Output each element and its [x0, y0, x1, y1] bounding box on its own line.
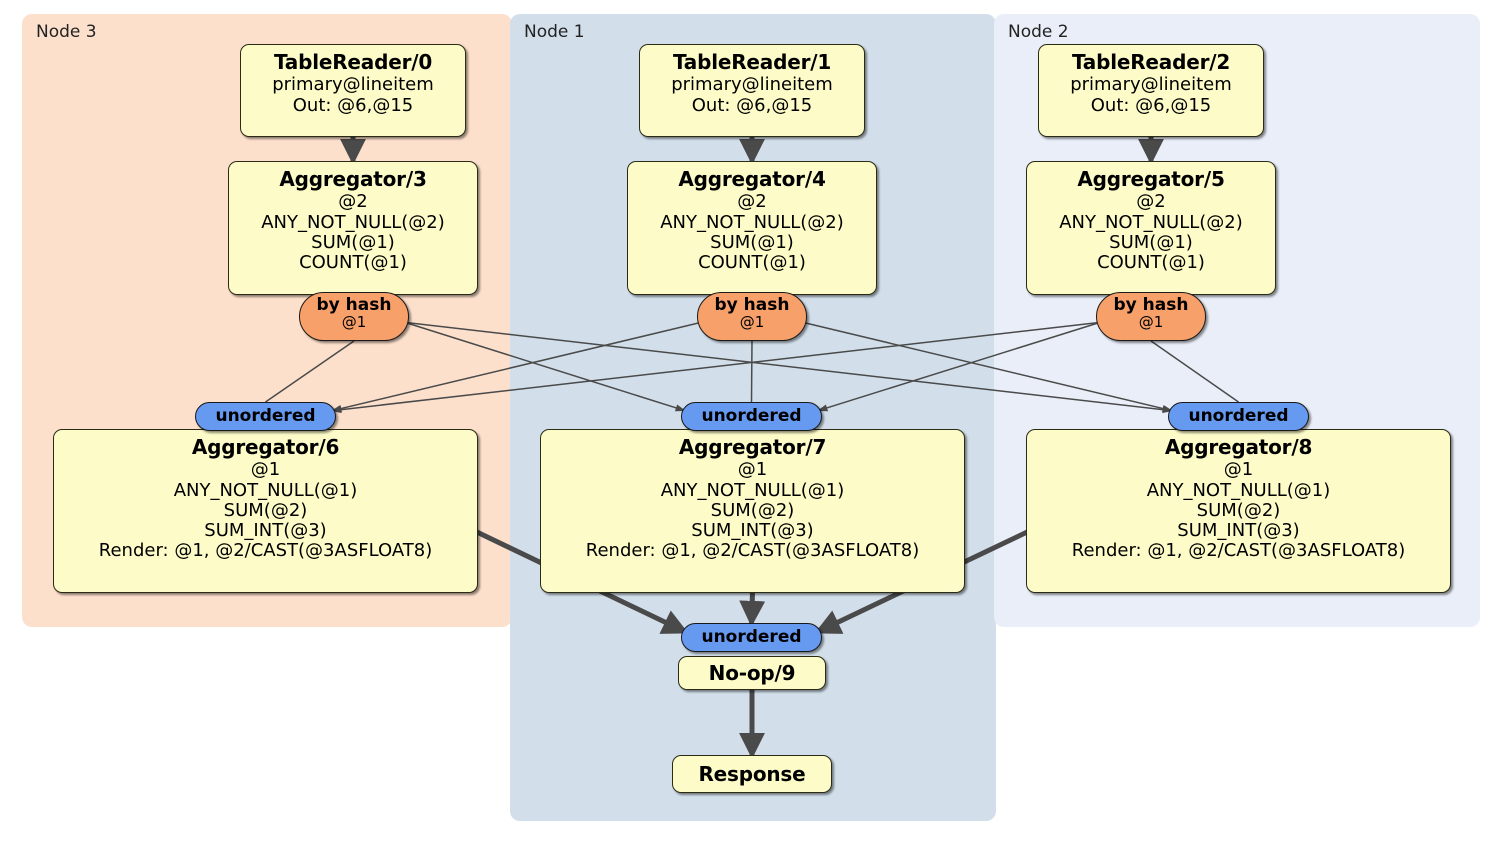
router-subtitle: @1 [739, 312, 765, 331]
processor-detail-line: SUM(@1) [1109, 231, 1193, 253]
router-title: by hash [316, 295, 392, 315]
processor-detail-line: Render: @1, @2/CAST(@3ASFLOAT8) [98, 540, 433, 562]
router-title: unordered [1188, 405, 1289, 426]
router-unord6[interactable]: unordered [195, 402, 336, 431]
processor-noop9[interactable]: No-op/9 [678, 656, 826, 690]
processor-detail-line: SUM(@1) [710, 231, 794, 253]
processor-title: Aggregator/5 [1077, 167, 1225, 191]
router-subtitle: @1 [341, 312, 367, 331]
processor-title: TableReader/0 [273, 50, 433, 74]
processor-detail-line: Render: @1, @2/CAST(@3ASFLOAT8) [1071, 540, 1406, 562]
processor-detail-line: COUNT(@1) [698, 251, 806, 273]
processor-title: Aggregator/6 [191, 435, 340, 459]
node-region-label: Node 1 [524, 22, 585, 42]
node-region-label: Node 3 [36, 22, 97, 42]
processor-detail-line: @2 [338, 191, 368, 213]
processor-detail-line: @2 [1136, 191, 1166, 213]
processor-title: TableReader/1 [672, 50, 832, 74]
processor-detail-line: ANY_NOT_NULL(@1) [660, 479, 845, 501]
router-hash5[interactable]: by hash@1 [1096, 292, 1206, 341]
processor-detail-line: Out: @6,@15 [1090, 94, 1212, 116]
processor-detail-line: primary@lineitem [1070, 74, 1232, 96]
router-unord9[interactable]: unordered [681, 623, 822, 652]
processor-detail-line: ANY_NOT_NULL(@2) [660, 211, 844, 233]
node-region-label: Node 2 [1008, 22, 1069, 42]
processor-detail-line: ANY_NOT_NULL(@2) [1059, 211, 1243, 233]
processor-response[interactable]: Response [672, 755, 832, 793]
processor-title: No-op/9 [708, 660, 796, 685]
processor-detail-line: COUNT(@1) [299, 251, 407, 273]
processor-title: Aggregator/7 [678, 435, 827, 459]
router-title: by hash [1113, 295, 1189, 315]
processor-detail-line: @1 [737, 459, 768, 481]
router-title: unordered [701, 626, 802, 647]
processor-detail-line: @2 [737, 191, 767, 213]
processor-detail-line: SUM(@2) [223, 499, 308, 521]
router-unord8[interactable]: unordered [1168, 402, 1309, 431]
processor-detail-line: @1 [250, 459, 281, 481]
processor-title: TableReader/2 [1071, 50, 1231, 74]
processor-detail-line: SUM_INT(@3) [204, 519, 327, 541]
processor-detail-line: SUM_INT(@3) [691, 519, 814, 541]
processor-detail-line: ANY_NOT_NULL(@1) [1146, 479, 1331, 501]
processor-detail-line: SUM(@1) [311, 231, 395, 253]
processor-detail-line: ANY_NOT_NULL(@1) [173, 479, 358, 501]
processor-detail-line: Render: @1, @2/CAST(@3ASFLOAT8) [585, 540, 920, 562]
router-subtitle: @1 [1138, 312, 1164, 331]
processor-detail-line: @1 [1223, 459, 1254, 481]
processor-title: Aggregator/8 [1164, 435, 1313, 459]
router-title: by hash [714, 295, 790, 315]
processor-title: Aggregator/4 [678, 167, 826, 191]
processor-detail-line: SUM_INT(@3) [1177, 519, 1300, 541]
router-unord7[interactable]: unordered [681, 402, 822, 431]
processor-detail-line: SUM(@2) [1196, 499, 1281, 521]
processor-detail-line: Out: @6,@15 [691, 94, 813, 116]
processor-detail-line: COUNT(@1) [1097, 251, 1205, 273]
processor-title: Aggregator/3 [279, 167, 427, 191]
processor-detail-line: SUM(@2) [710, 499, 795, 521]
router-hash4[interactable]: by hash@1 [697, 292, 807, 341]
processor-detail-line: Out: @6,@15 [292, 94, 414, 116]
processor-detail-line: primary@lineitem [671, 74, 833, 96]
processor-detail-line: primary@lineitem [272, 74, 434, 96]
router-title: unordered [701, 405, 802, 426]
router-hash3[interactable]: by hash@1 [299, 292, 409, 341]
processor-detail-line: ANY_NOT_NULL(@2) [261, 211, 445, 233]
router-title: unordered [215, 405, 316, 426]
processor-title: Response [698, 761, 806, 786]
